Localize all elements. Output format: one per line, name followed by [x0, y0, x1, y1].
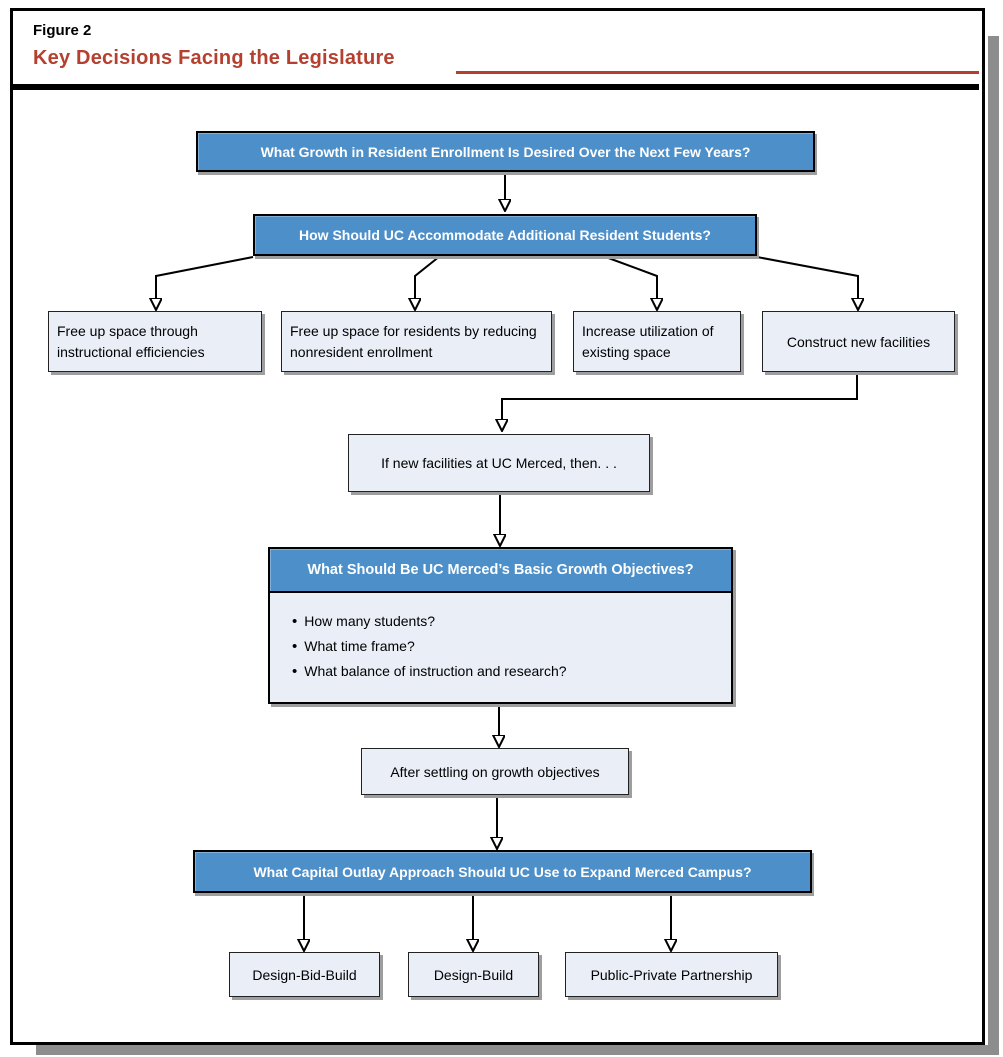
option-increase-utilization-label: Increase utilization of existing space [582, 323, 714, 360]
option-reduce-nonresident: Free up space for residents by reducing … [281, 311, 552, 372]
figure-label: Figure 2 [33, 22, 92, 39]
bullet-how-many-students: How many students? [292, 613, 721, 630]
question-growth-objectives-header: What Should Be UC Merced’s Basic Growth … [270, 549, 731, 593]
page-shadow-bottom [36, 1045, 999, 1055]
question-capital-outlay-approach: What Capital Outlay Approach Should UC U… [193, 850, 812, 893]
page-shadow-right [988, 36, 999, 1055]
option-construct-facilities: Construct new facilities [762, 311, 955, 372]
question-growth-enrollment: What Growth in Resident Enrollment Is De… [196, 131, 815, 172]
condition-new-facilities-merced-label: If new facilities at UC Merced, then. . … [381, 455, 617, 471]
option-instructional-efficiencies: Free up space through instructional effi… [48, 311, 262, 372]
growth-objectives-bullet-list: How many students? What time frame? What… [270, 593, 731, 702]
option-public-private-partnership-label: Public-Private Partnership [590, 966, 753, 983]
bullet-time-frame: What time frame? [292, 638, 721, 655]
option-design-bid-build: Design-Bid-Build [229, 952, 380, 997]
question-capital-outlay-approach-label: What Capital Outlay Approach Should UC U… [253, 863, 752, 880]
step-after-settling-objectives-label: After settling on growth objectives [390, 763, 600, 780]
option-design-build-label: Design-Build [433, 966, 514, 983]
question-growth-objectives: What Should Be UC Merced’s Basic Growth … [268, 547, 733, 704]
option-instructional-efficiencies-label: Free up space through instructional effi… [57, 323, 205, 360]
option-design-build: Design-Build [408, 952, 539, 997]
header-divider [13, 84, 979, 90]
option-reduce-nonresident-label: Free up space for residents by reducing … [290, 323, 537, 360]
condition-new-facilities-merced: If new facilities at UC Merced, then. . … [348, 434, 650, 492]
step-after-settling-objectives: After settling on growth objectives [361, 748, 629, 795]
option-construct-facilities-label: Construct new facilities [786, 333, 931, 350]
question-accommodate-students: How Should UC Accommodate Additional Res… [253, 214, 757, 256]
question-growth-enrollment-label: What Growth in Resident Enrollment Is De… [260, 143, 751, 160]
option-public-private-partnership: Public-Private Partnership [565, 952, 778, 997]
title-rule [456, 71, 979, 74]
option-design-bid-build-label: Design-Bid-Build [252, 966, 357, 983]
figure-title: Key Decisions Facing the Legislature [33, 47, 395, 69]
option-increase-utilization: Increase utilization of existing space [573, 311, 741, 372]
question-growth-objectives-label: What Should Be UC Merced’s Basic Growth … [307, 562, 694, 578]
question-accommodate-students-label: How Should UC Accommodate Additional Res… [299, 227, 711, 243]
bullet-instruction-research-balance: What balance of instruction and research… [292, 663, 721, 680]
